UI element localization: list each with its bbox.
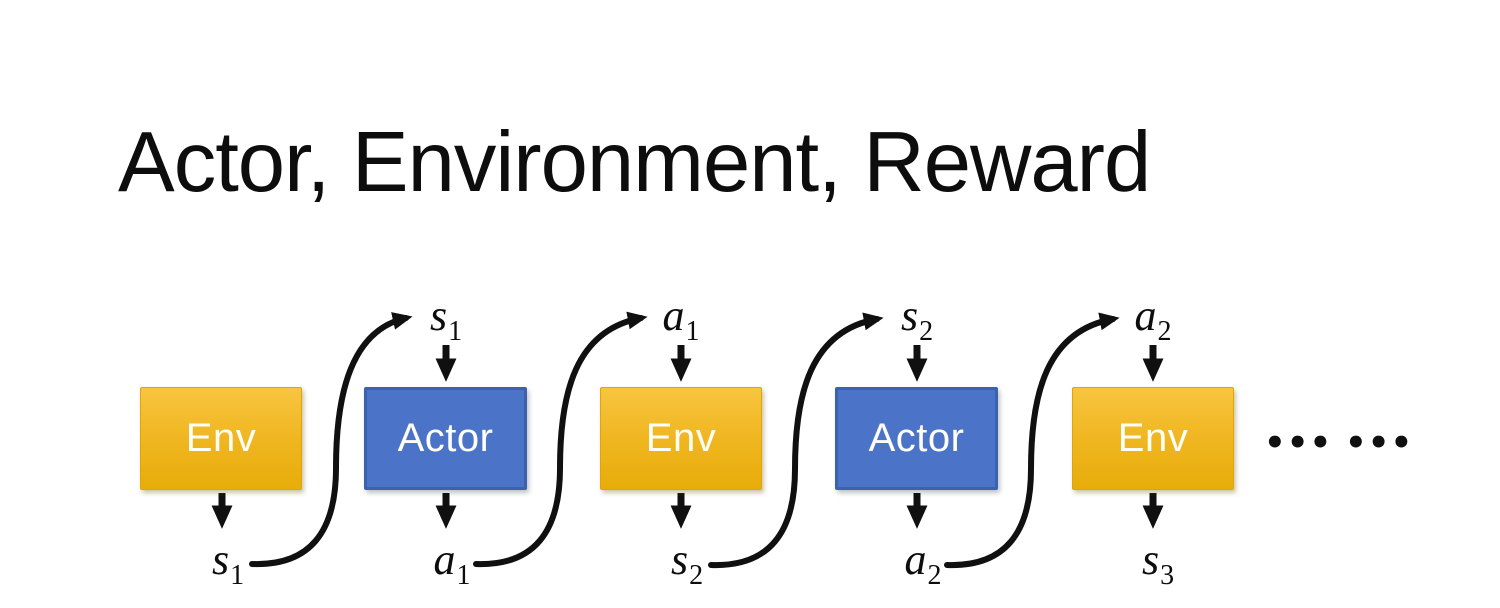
actor-box-1: Actor — [364, 387, 527, 490]
env-box-1: Env — [140, 387, 302, 490]
actor-box-2: Actor — [835, 387, 998, 490]
actor-box-label: Actor — [397, 416, 494, 460]
math-subscript: 2 — [1157, 316, 1172, 347]
math-base: s — [1141, 535, 1160, 584]
env-box-label: Env — [185, 416, 257, 460]
math-subscript: 1 — [456, 560, 471, 591]
bottom-label-s2: s2 — [637, 534, 737, 591]
math-subscript: 1 — [230, 560, 245, 591]
math-base: a — [433, 535, 456, 584]
math-subscript: 2 — [919, 316, 934, 347]
top-label-s2: s2 — [867, 290, 967, 347]
math-base: s — [429, 291, 448, 340]
slide-title: Actor, Environment, Reward — [118, 115, 1151, 210]
math-subscript: 3 — [1160, 560, 1175, 591]
math-subscript: 2 — [689, 560, 704, 591]
bottom-label-s1: s1 — [178, 534, 278, 591]
math-subscript: 1 — [448, 316, 463, 347]
math-base: s — [211, 535, 230, 584]
math-base: a — [662, 291, 685, 340]
math-base: a — [904, 535, 927, 584]
curved-arrow-s1-to-actor1 — [249, 312, 413, 568]
top-label-s1: s1 — [396, 290, 496, 347]
bottom-label-a1: a1 — [402, 534, 502, 591]
actor-box-label: Actor — [868, 416, 965, 460]
top-label-a1: a1 — [631, 290, 731, 347]
math-subscript: 2 — [927, 560, 942, 591]
continuation-ellipsis: ••• ••• — [1264, 423, 1414, 463]
env-box-3: Env — [1072, 387, 1234, 490]
env-box-2: Env — [600, 387, 762, 490]
math-base: s — [670, 535, 689, 584]
math-subscript: 1 — [685, 316, 700, 347]
math-base: s — [900, 291, 919, 340]
curved-arrow-s2-to-actor2 — [708, 312, 884, 569]
env-box-label: Env — [645, 416, 717, 460]
bottom-label-a2: a2 — [873, 534, 973, 591]
math-base: a — [1134, 291, 1157, 340]
curved-arrow-a1-to-env2 — [473, 311, 648, 568]
bottom-label-s3: s3 — [1108, 534, 1208, 591]
top-label-a2: a2 — [1103, 290, 1203, 347]
env-box-label: Env — [1117, 416, 1189, 460]
curved-arrow-a2-to-env3 — [944, 312, 1120, 569]
